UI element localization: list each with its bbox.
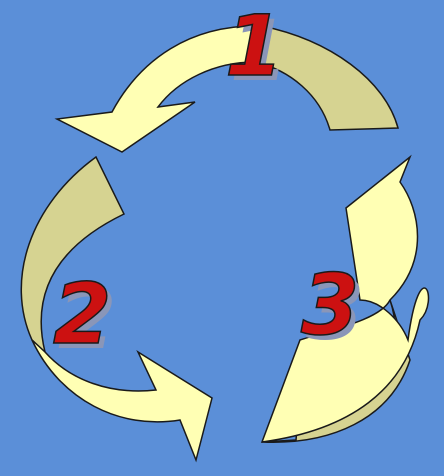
step-number-3-label: 3 bbox=[301, 256, 359, 354]
cycle-arrow-2 bbox=[21, 157, 212, 460]
step-number-1-label: 1 bbox=[225, 0, 283, 95]
step-number-2-label: 2 bbox=[53, 265, 111, 363]
step-number-1: 1 1 bbox=[225, 0, 288, 100]
step-number-2: 2 2 bbox=[53, 265, 116, 368]
step-number-3: 3 3 bbox=[301, 256, 364, 359]
